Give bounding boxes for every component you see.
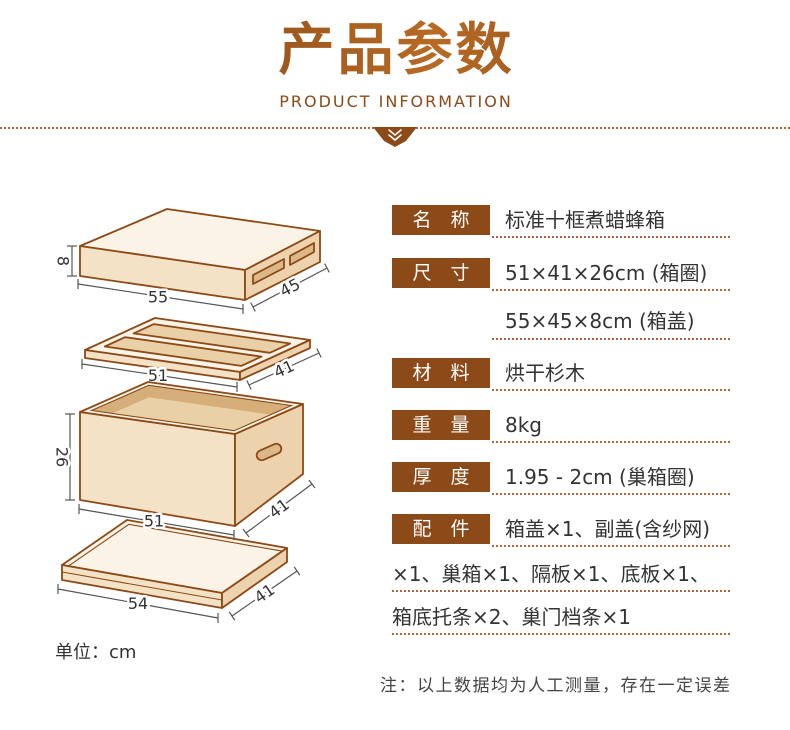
- bottom-board-lip-line: [61, 571, 223, 601]
- spec-row-divider: [492, 545, 730, 547]
- spec-label-material: 材料: [392, 358, 490, 388]
- dimension-line: [57, 588, 219, 619]
- lid-height-dimension: 8: [51, 245, 77, 277]
- beehive-exploded-diagram: 8 55 45 51 41: [50, 208, 330, 623]
- spec-value-accessories-2: ×1、巢箱×1、隔板×1、底板×1、: [392, 562, 710, 586]
- inner-cover-opening: [103, 336, 263, 367]
- dimension-line: [252, 267, 328, 308]
- page-title: 产品参数: [0, 18, 790, 84]
- lid-length-label: 55: [148, 288, 168, 307]
- divider-badge-shape: [373, 127, 417, 147]
- hive-lid: [79, 208, 321, 301]
- bottom-board-length-label: 54: [128, 594, 148, 613]
- page-subtitle: PRODUCT INFORMATION: [279, 92, 513, 111]
- chevron-down-icon: [388, 134, 402, 141]
- spec-row-divider: [492, 338, 730, 340]
- dimension-tick: [316, 348, 322, 358]
- spec-row-divider: [492, 289, 730, 291]
- dimension-line: [248, 352, 320, 386]
- dimension-line: [231, 570, 298, 617]
- spec-row-divider: [492, 493, 730, 495]
- spec-row-divider: [392, 633, 730, 635]
- hive-body-height-label: 26: [53, 447, 72, 467]
- dimension-tick: [228, 611, 236, 621]
- spec-label-accessories: 配件: [392, 514, 490, 544]
- spec-row-divider: [392, 590, 730, 592]
- hive-body-length-dimension: 51: [78, 504, 235, 540]
- dimension-tick: [293, 566, 301, 576]
- hive-body-handle: [255, 442, 283, 462]
- spec-label-name: 名称: [392, 205, 490, 235]
- spec-label-weight: 重量: [392, 410, 490, 440]
- dimension-line: [77, 283, 244, 310]
- dimension-tick: [250, 302, 256, 312]
- hive-body: [79, 381, 304, 527]
- spec-value-size-lid: 55×45×8cm (箱盖): [505, 309, 695, 333]
- spec-value-weight: 8kg: [505, 413, 543, 437]
- lid-vent-slot: [289, 242, 315, 266]
- dimension-tick: [246, 380, 252, 390]
- unit-note: 单位：cm: [55, 642, 137, 663]
- inner-cover: [84, 317, 311, 381]
- lid-vent-slot: [252, 258, 285, 285]
- dimension-line: [78, 508, 235, 536]
- hive-body-opening-edge: [89, 384, 294, 432]
- inner-cover-side-face: [239, 339, 311, 381]
- double-chevron-down-icon: [373, 127, 417, 147]
- bottom-board: [61, 519, 288, 609]
- dimension-line: [245, 483, 313, 534]
- spec-value-name: 标准十框煮蜡蜂箱: [505, 208, 665, 232]
- spec-label-size: 尺寸: [392, 258, 490, 288]
- bottom-board-length-dimension: 54: [57, 584, 219, 623]
- spec-row-divider: [492, 441, 730, 443]
- dimension-line: [81, 363, 238, 388]
- spec-value-accessories-1: 箱盖×1、副盖(含纱网): [505, 517, 711, 541]
- hive-body-inner-wall: [91, 385, 292, 423]
- hive-body-length-label: 51: [144, 512, 164, 531]
- measurement-footnote: 注：以上数据均为人工测量，存在一定误差: [380, 676, 732, 696]
- spec-row-divider: [492, 389, 730, 391]
- spec-value-accessories-3: 箱底托条×2、巢门档条×1: [392, 605, 631, 629]
- dimension-tick: [324, 263, 330, 273]
- spec-value-thickness: 1.95 - 2cm (巢箱圈): [505, 465, 695, 489]
- lid-height-label: 8: [54, 256, 73, 266]
- dimension-tick: [242, 528, 250, 538]
- lid-length-dimension: 55: [77, 279, 244, 314]
- dimension-tick: [308, 479, 316, 489]
- spec-row-divider: [492, 236, 730, 238]
- chevron-down-icon: [388, 129, 402, 136]
- inner-cover-opening: [132, 323, 292, 354]
- spec-label-thickness: 厚度: [392, 462, 490, 492]
- hive-body-height-dimension: 26: [50, 413, 75, 501]
- spec-value-material: 烘干杉木: [505, 361, 585, 385]
- bottom-board-rail-edge: [68, 523, 283, 567]
- spec-value-size-body: 51×41×26cm (箱圈): [505, 261, 708, 285]
- bottom-board-side-face: [221, 547, 288, 609]
